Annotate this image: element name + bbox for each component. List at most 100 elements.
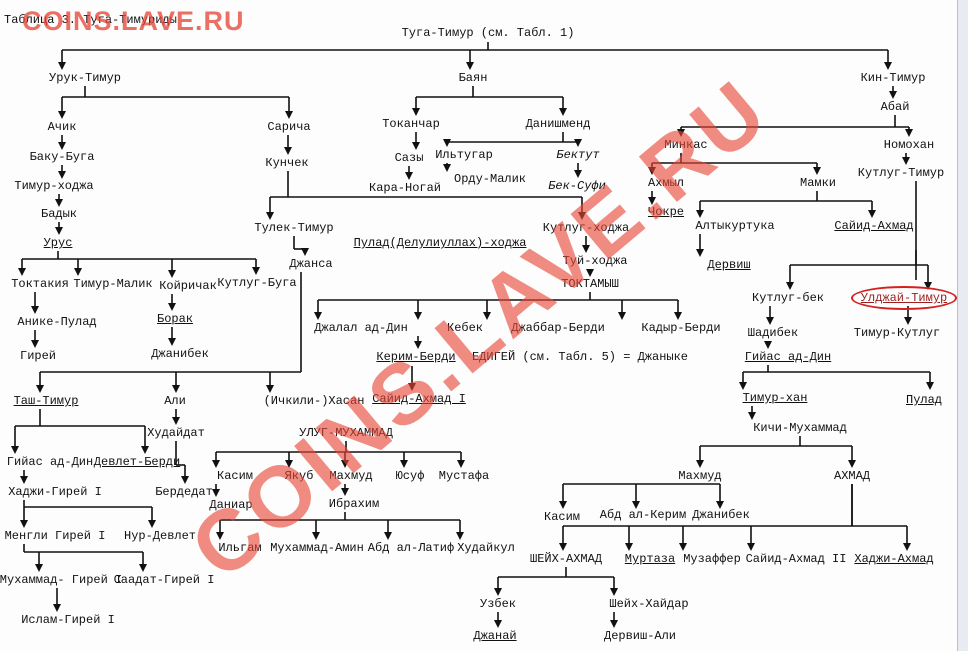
node-bek-sufi: Бек-Суфи: [548, 179, 606, 193]
node-sheyh-ahmad: ШЕЙХ-АХМАД: [529, 552, 603, 566]
node-kutlug-buga: Кутлуг-Буга: [217, 276, 297, 290]
node-uruk-timur: Урук-Тимур: [48, 71, 122, 85]
node-devlet-berdi: Девлет-Берди: [93, 455, 181, 469]
node-kerim-berdi: Керим-Берди: [376, 350, 456, 364]
node-sazy: Сазы: [394, 151, 424, 165]
node-kin-timur: Кин-Тимур: [860, 71, 926, 85]
node-kunchek: Кунчек: [265, 156, 309, 170]
node-bektut: Бектут: [556, 148, 600, 162]
node-nur-devlet: Нур-Девлет: [123, 529, 197, 543]
node-tash-timur: Таш-Тимур: [13, 394, 79, 408]
node-sarycha: Сарича: [267, 120, 311, 134]
node-tuga-timur: Туга-Тимур (см. Табл. 1): [401, 26, 575, 40]
node-kadyr-berdi: Кадыр-Берди: [641, 321, 721, 335]
node-iltugar: Ильтугар: [435, 148, 493, 162]
node-kutlug-hodzha: Кутлуг-ходжа: [542, 221, 630, 235]
highlight-ellipse: [851, 286, 957, 310]
node-kasim-1: Касим: [216, 469, 254, 483]
node-dzhabbar-berdi: Джаббар-Берди: [511, 321, 605, 335]
node-nomohan: Номохан: [883, 138, 935, 152]
node-dzhanibek-1: Джанибек: [151, 347, 209, 361]
watermark-top: COINS.LAVE.RU: [22, 6, 245, 36]
node-pulad: Пулад: [905, 393, 943, 407]
node-dzhansa: Джанса: [289, 257, 333, 271]
node-yusuf: Юсуф: [395, 469, 425, 483]
node-ilgam: Ильгам: [218, 541, 262, 555]
node-uzbek: Узбек: [479, 597, 517, 611]
node-kichi-muhammad: Кичи-Мухаммад: [753, 421, 847, 435]
node-mustafa: Мустафа: [438, 469, 490, 483]
node-baku-buga: Баку-Буга: [29, 150, 95, 164]
node-sayid-ahmad-ii: Сайид-Ахмад II: [745, 552, 847, 566]
node-kara-nogay: Кара-Ногай: [368, 181, 442, 195]
table-title: Таблица 3. Туга-Тимуриды: [4, 13, 177, 27]
node-hudaykul: Худайкул: [457, 541, 515, 555]
node-mahmud-1: Махмуд: [329, 469, 373, 483]
node-mahmud-2: Махмуд: [678, 469, 722, 483]
node-abd-al-latif: Абд ал-Латиф: [367, 541, 455, 555]
node-pulad-hodzha: Пулад(Делулиуллах)-ходжа: [353, 236, 527, 250]
node-abay: Абай: [880, 100, 910, 114]
node-muzaffer: Музаффер: [683, 552, 741, 566]
node-badyk: Бадык: [40, 207, 78, 221]
node-urus: Урус: [43, 236, 73, 250]
node-girey: Гирей: [19, 349, 57, 363]
node-murtaza: Муртаза: [624, 552, 676, 566]
node-toktakiya: Токтакия: [11, 277, 69, 291]
node-giyas-ad-din-1: Гийас ад-Дин: [744, 350, 832, 364]
node-ali: Али: [164, 394, 186, 408]
node-timur-kutlug: Тимур-Кутлуг: [853, 326, 941, 340]
node-hadzhi-girey: Хаджи-Гирей I: [8, 485, 102, 499]
node-kasim-2: Касим: [543, 510, 581, 524]
node-giyas-ad-din-2: Гийас ад-Дин: [6, 455, 94, 469]
node-bayan: Баян: [458, 71, 488, 85]
node-sheyh-haydar: Шейх-Хайдар: [609, 597, 689, 611]
node-chokre: Чокре: [647, 205, 685, 219]
node-tulek-timur: Тулек-Тимур: [254, 221, 334, 235]
node-timur-malik: Тимур-Малик: [73, 277, 153, 291]
node-dzhanay: Джанай: [473, 629, 517, 643]
node-ibrahim: Ибрахим: [328, 497, 380, 511]
node-tokanchar: Токанчар: [382, 117, 440, 131]
node-minkas: Минкас: [664, 138, 708, 152]
node-koyrichak: Койричак: [159, 279, 217, 293]
node-abd-al-kerim: Абд ал-Керим: [599, 508, 687, 522]
node-kebek: Кебек: [446, 321, 484, 335]
node-berdedat: Бердедат: [155, 485, 213, 499]
node-muhammad-girey: Мухаммад- Гирей I: [0, 573, 123, 587]
node-timur-hodzha: Тимур-ходжа: [14, 179, 94, 193]
node-danishmend: Данишменд: [525, 117, 591, 131]
node-ordu-malik: Орду-Малик: [453, 172, 527, 186]
node-edigey: ЕДИГЕЙ (см. Табл. 5) = Джаныке: [471, 350, 689, 364]
node-ichkili-hasan: (Ичкили-)Хасан: [263, 394, 365, 408]
node-kutlug-bek: Кутлуг-бек: [751, 291, 825, 305]
node-tuy-hodzha: Туй-ходжа: [562, 254, 628, 268]
node-shadibek: Шадибек: [747, 326, 799, 340]
window-right-edge: [957, 0, 968, 651]
node-sayid-ahmad-1: Сайид-Ахмад: [834, 219, 914, 233]
node-muhammad-amin: Мухаммад-Амин: [270, 541, 364, 555]
node-timur-han: Тимур-хан: [742, 391, 808, 405]
node-ahmyl: Ахмыл: [647, 176, 685, 190]
node-daniar: Даниар: [209, 498, 253, 512]
node-ahmad: АХМАД: [833, 469, 871, 483]
node-anike-pulad: Анике-Пулад: [17, 315, 97, 329]
node-borak: Борак: [156, 312, 194, 326]
node-altykurtuka: Алтыкуртука: [695, 219, 775, 233]
node-islam-girey: Ислам-Гирей I: [21, 613, 115, 627]
node-mengli-girey: Менгли Гирей I: [4, 529, 106, 543]
node-toktamysh: ТОКТАМЫШ: [561, 277, 619, 291]
node-mamki: Мамки: [799, 176, 837, 190]
node-hudaydat: Худайдат: [147, 426, 205, 440]
node-dervish-ali: Дервиш-Али: [603, 629, 677, 643]
node-dzhalal-ad-din: Джалал ад-Дин: [314, 321, 408, 335]
node-hadzhi-ahmad: Хаджи-Ахмад: [854, 552, 934, 566]
node-ulug-muhammad: УЛУГ-МУХАММАД: [299, 426, 393, 440]
node-dervish: Дервиш: [707, 258, 751, 272]
node-sayid-ahmad-i: Сайид-Ахмад I: [372, 392, 466, 406]
node-saadat-girey: Саадат-Гирей I: [113, 573, 215, 587]
node-kutlug-timur: Кутлуг-Тимур: [857, 166, 945, 180]
node-dzhanibek-2: Джанибек: [692, 508, 750, 522]
